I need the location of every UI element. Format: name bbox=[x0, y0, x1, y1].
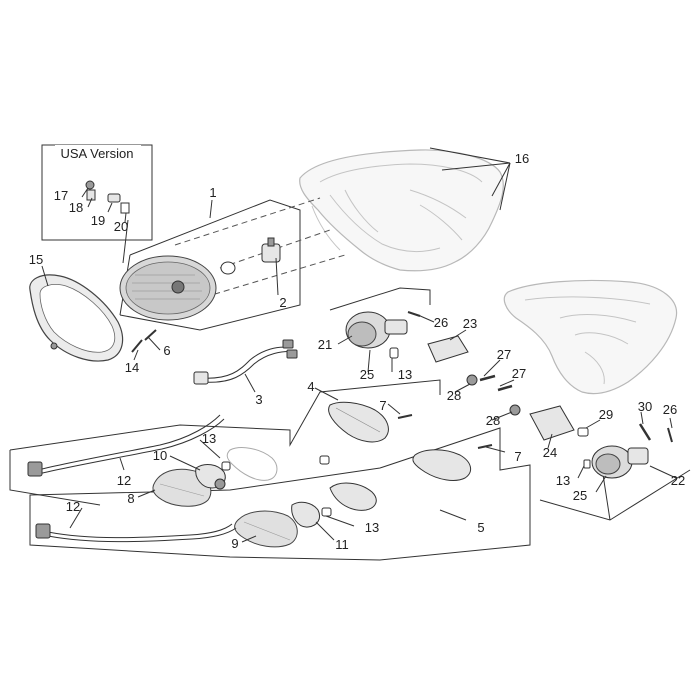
callout-6: 6 bbox=[163, 343, 170, 358]
callout-3: 3 bbox=[255, 392, 262, 407]
callout-27b: 27 bbox=[512, 366, 526, 381]
rear-indicator-group-22 bbox=[529, 405, 691, 521]
callout-12b: 12 bbox=[66, 499, 80, 514]
rear-body-ghost bbox=[503, 279, 678, 395]
callout-15: 15 bbox=[29, 252, 43, 267]
part-17-nut bbox=[85, 180, 95, 190]
callout-28a: 28 bbox=[447, 388, 461, 403]
callout-28b: 28 bbox=[486, 413, 500, 428]
callout-26a: 26 bbox=[434, 315, 448, 330]
callout-20: 20 bbox=[114, 219, 128, 234]
callout-13b: 13 bbox=[365, 520, 379, 535]
wiring-harness-3 bbox=[193, 339, 298, 385]
front-turn-signal-group-5 bbox=[29, 427, 531, 561]
screws-6-14 bbox=[131, 329, 157, 353]
callout-5: 5 bbox=[477, 520, 484, 535]
right-indicator-9-11 bbox=[234, 455, 332, 548]
part-19-socket bbox=[107, 193, 121, 203]
callout-30: 30 bbox=[638, 399, 652, 414]
callout-7a: 7 bbox=[379, 398, 386, 413]
callout-10: 10 bbox=[153, 448, 167, 463]
callout-22: 22 bbox=[671, 473, 685, 488]
usa-version-inset: USA Version bbox=[41, 144, 153, 241]
callout-4: 4 bbox=[307, 379, 314, 394]
callout-18: 18 bbox=[69, 200, 83, 215]
part-18-bolt bbox=[86, 189, 96, 201]
callout-24: 24 bbox=[543, 445, 557, 460]
callout-8: 8 bbox=[127, 491, 134, 506]
headlamp-reflector bbox=[119, 255, 217, 321]
wire-12-lower bbox=[35, 523, 237, 543]
callout-27a: 27 bbox=[497, 347, 511, 362]
left-indicator-8-10 bbox=[152, 447, 278, 507]
callout-13c: 13 bbox=[398, 367, 412, 382]
leader-lines bbox=[41, 147, 677, 543]
callout-23: 23 bbox=[463, 316, 477, 331]
callout-26b: 26 bbox=[663, 402, 677, 417]
callout-2: 2 bbox=[279, 295, 286, 310]
inset-title: USA Version bbox=[61, 146, 134, 161]
headlamp-rim bbox=[29, 274, 124, 362]
callout-labels: 1 2 3 4 5 6 7 7 8 9 10 11 12 12 13 13 13… bbox=[29, 151, 685, 552]
front-turn-signal-group-4 bbox=[9, 379, 441, 506]
callout-14: 14 bbox=[125, 360, 139, 375]
callout-29: 29 bbox=[599, 407, 613, 422]
callout-25a: 25 bbox=[360, 367, 374, 382]
callout-9: 9 bbox=[231, 536, 238, 551]
callout-11: 11 bbox=[335, 537, 349, 552]
callout-13a: 13 bbox=[202, 431, 216, 446]
callout-25b: 25 bbox=[573, 488, 587, 503]
callout-12a: 12 bbox=[117, 473, 131, 488]
callout-13d: 13 bbox=[556, 473, 570, 488]
handlebar-cover-ghost bbox=[299, 149, 504, 272]
callout-17: 17 bbox=[54, 188, 68, 203]
part-20-bulb bbox=[120, 202, 130, 214]
callout-19: 19 bbox=[91, 213, 105, 228]
callout-16: 16 bbox=[515, 151, 529, 166]
callout-1: 1 bbox=[209, 185, 216, 200]
callout-7b: 7 bbox=[514, 449, 521, 464]
headlamp-bulb-socket bbox=[220, 237, 281, 275]
rear-right-group bbox=[329, 287, 521, 416]
callout-21: 21 bbox=[318, 337, 332, 352]
wire-12-upper bbox=[27, 414, 225, 477]
